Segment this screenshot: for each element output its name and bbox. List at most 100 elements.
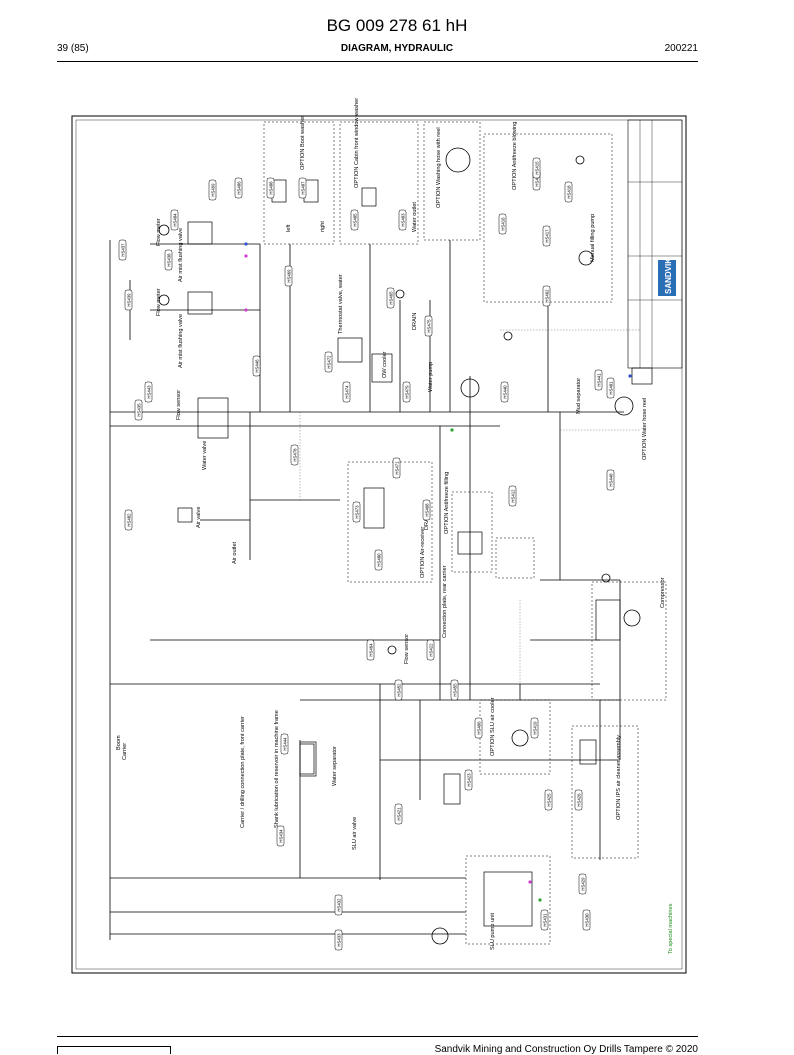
component-tag-label: HS419 — [532, 721, 537, 735]
component-tag-label: HS420 — [534, 173, 539, 187]
component-tag-label: HS430 — [584, 913, 589, 927]
component-tag-label: HS438 — [166, 253, 171, 267]
marker-magenta-2 — [244, 308, 248, 312]
component-tag-label: HS452 — [396, 683, 401, 697]
component-tag: HS474 — [342, 381, 351, 403]
component-tag: HS425 — [544, 789, 553, 811]
component-tag-label: HS421 — [396, 807, 401, 821]
component-tag: HS487 — [298, 177, 307, 199]
component-tag-label: HS464 — [368, 643, 373, 657]
component-tag: HS439 — [124, 289, 133, 311]
label-right: right — [320, 221, 326, 232]
label-conn-rear: Connection plate, rear carrier — [442, 565, 448, 638]
diagram-frame — [71, 115, 687, 974]
component-tag-label: HS408 — [424, 503, 429, 517]
footer-logo — [57, 1046, 171, 1054]
ow-cooler-symbol — [371, 353, 393, 383]
document-id: BG 009 278 61 hH — [326, 16, 468, 35]
slu-pump-motor-symbol — [431, 927, 449, 945]
component-tag: HS483 — [398, 209, 407, 231]
diagram-inner-frame — [75, 119, 683, 970]
slu-pump-unit-symbol — [483, 871, 533, 927]
component-tag: HS429 — [578, 873, 587, 895]
component-tag-label: HS479 — [404, 385, 409, 399]
label-water-hose-reel: OPTION Water hose reel — [642, 398, 648, 460]
water-valve-symbol — [197, 397, 229, 439]
component-tag: HS499 — [208, 179, 217, 201]
footer-rule — [57, 1036, 698, 1037]
component-tag-label: HS478 — [292, 448, 297, 462]
component-tag: HS431 — [540, 909, 549, 931]
component-tag-label: HS423 — [466, 773, 471, 787]
component-tag: HS418 — [564, 181, 573, 203]
component-tag: HS433 — [334, 929, 343, 951]
component-tag-label: HS469 — [286, 269, 291, 283]
component-tag-label: HS448 — [608, 473, 613, 487]
label-special-machines: To special machines — [668, 903, 674, 954]
label-water-separator: Water separator — [332, 746, 338, 786]
label-air-mist-2: Air mist flushing valve — [178, 314, 184, 368]
component-tag-label: HS440 — [502, 385, 507, 399]
label-antifreeze-filling: OPTION Antifreeze filling — [444, 472, 450, 534]
component-tag: HS438 — [164, 249, 173, 271]
flow-meter-2-symbol — [158, 294, 170, 306]
marker-green-2 — [538, 898, 542, 902]
label-compressor: Compressor — [660, 577, 666, 608]
label-left: left — [286, 224, 292, 232]
component-tag-label: HS482 — [126, 513, 131, 527]
gauge-2 — [395, 289, 405, 299]
label-manual-filling: Manual filling pump — [590, 214, 596, 262]
label-cabin-washer: OPTION Cabin front window washer — [354, 98, 360, 188]
component-tag: HS452 — [394, 679, 403, 701]
gauge-4 — [601, 573, 611, 583]
flushing-valve-2 — [187, 291, 213, 315]
component-tag: HS482 — [124, 509, 133, 531]
component-tag-label: HS426 — [576, 793, 581, 807]
label-mud-separator: Mud separator — [576, 378, 582, 414]
component-tag: HS422 — [426, 639, 435, 661]
label-flow-meter-1: Flow meter — [156, 218, 162, 246]
marker-blue-1 — [244, 242, 248, 246]
component-tag: HS419 — [530, 717, 539, 739]
component-tag-label: HS444 — [282, 737, 287, 751]
component-tag-label: HS499 — [210, 183, 215, 197]
component-tag: HS412 — [508, 485, 517, 507]
component-tag-label: HS481 — [608, 381, 613, 395]
component-tag-label: HS412 — [510, 489, 515, 503]
label-air-mist-1: Air mist flushing valve — [178, 228, 184, 282]
marker-magenta-3 — [528, 880, 532, 884]
component-tag-label: HS433 — [336, 933, 341, 947]
component-tag: HS430 — [582, 909, 591, 931]
component-tag: HS478 — [290, 444, 299, 466]
component-tag-label: HS418 — [566, 185, 571, 199]
gauge-1 — [503, 331, 513, 341]
component-tag-label: HS435 — [136, 403, 141, 417]
label-carrier: Carrier — [122, 743, 128, 760]
label-air-receiver: OPTION Air-receiver — [420, 527, 426, 578]
label-carrier-drilling: Carrier / drilling connection plate, fro… — [240, 716, 246, 828]
flow-meter-1-symbol — [158, 224, 170, 236]
label-flow-meter-2: Flow meter — [156, 288, 162, 316]
component-tag: HS481 — [606, 377, 615, 399]
component-tag-label: HS429 — [580, 877, 585, 891]
label-antifreeze-blowing: OPTION Antifreeze blowing — [512, 122, 518, 190]
component-tag: HS435 — [134, 399, 143, 421]
label-shank-lub: Shank lubrication oil reservoir in machi… — [274, 710, 280, 828]
component-tag-label: HS422 — [428, 643, 433, 657]
document-date: 200221 — [664, 43, 698, 54]
water-hose-reel-symbol — [445, 147, 471, 173]
component-tag: HS488 — [266, 177, 275, 199]
component-tag-label: HS484 — [172, 213, 177, 227]
component-tag-label: HS415 — [534, 161, 539, 175]
component-tag-label: HS441 — [596, 373, 601, 387]
water-separator-symbol — [299, 741, 317, 777]
antifreeze-filling-symbol — [457, 531, 483, 555]
component-tag-label: HS446 — [254, 359, 259, 373]
component-tag-label: HS432 — [336, 898, 341, 912]
component-tag-label: HS475 — [426, 319, 431, 333]
marker-blue-2 — [628, 374, 632, 378]
air-receiver-box — [347, 461, 433, 583]
component-tag: HS417 — [542, 225, 551, 247]
shank-lub-reservoir — [299, 743, 315, 775]
component-tag-label: HS473 — [354, 505, 359, 519]
